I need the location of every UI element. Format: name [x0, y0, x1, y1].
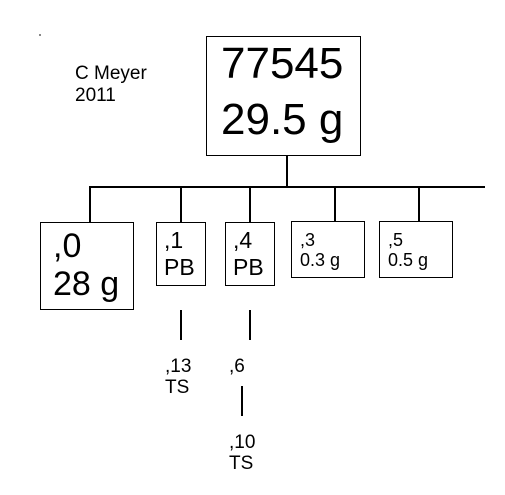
- desc-6-id: ,6: [229, 356, 245, 377]
- child-1-id: ,1: [164, 227, 184, 253]
- root-weight: 29.5 g: [221, 95, 344, 144]
- child-node-0: ,0 28 g: [40, 222, 134, 310]
- connector-child-5: [418, 186, 420, 221]
- desc-node-10: ,10 TS: [229, 432, 256, 475]
- author-year: 2011: [75, 84, 116, 106]
- child-node-5: ,5 0.5 g: [379, 221, 453, 278]
- child-1-label: PB: [164, 254, 195, 280]
- connector-desc-6: [249, 310, 251, 340]
- child-5-label: 0.5 g: [388, 250, 429, 270]
- connector-desc-13: [180, 310, 182, 340]
- connector-child-1: [180, 186, 182, 222]
- child-3-id: ,3: [300, 230, 316, 250]
- child-node-3: ,3 0.3 g: [291, 221, 365, 278]
- child-4-label: PB: [233, 254, 264, 280]
- desc-13-label: TS: [165, 376, 190, 398]
- child-4-id: ,4: [233, 227, 253, 253]
- stray-dot: [39, 34, 41, 36]
- connector-child-0: [89, 186, 91, 222]
- author-name: C Meyer: [75, 63, 147, 84]
- desc-10-label: TS: [229, 452, 254, 474]
- child-node-1: ,1 PB: [156, 222, 206, 286]
- connector-child-4: [249, 186, 251, 222]
- author-note: C Meyer 2011: [75, 63, 147, 107]
- desc-10-id: ,10: [229, 432, 256, 453]
- child-3-label: 0.3 g: [300, 250, 341, 270]
- child-node-4: ,4 PB: [225, 222, 275, 286]
- child-5-id: ,5: [388, 230, 404, 250]
- desc-13-id: ,13: [165, 356, 192, 377]
- horizontal-branch: [89, 186, 485, 188]
- desc-node-13: ,13 TS: [165, 356, 192, 399]
- desc-node-6: ,6: [229, 356, 245, 378]
- child-0-label: 28 g: [53, 265, 120, 303]
- root-id: 77545: [221, 39, 344, 88]
- connector-child-3: [334, 186, 336, 221]
- root-node: 77545 29.5 g: [206, 36, 361, 156]
- child-0-id: ,0: [53, 227, 82, 265]
- connector-desc-10: [241, 386, 243, 416]
- root-connector: [286, 156, 288, 187]
